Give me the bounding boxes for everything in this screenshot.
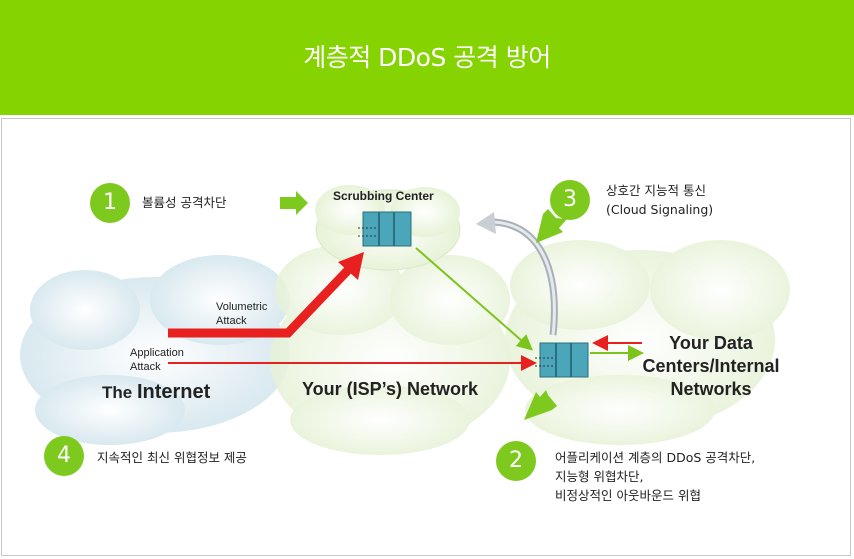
application-attack-line-1: Application xyxy=(130,347,184,359)
callout-3-line-1: 상호간 지능적 통신 xyxy=(606,183,706,198)
callout-2-line-2: 지능형 위협차단, xyxy=(555,469,644,484)
isp-network-label: Your (ISP’s) Network xyxy=(302,379,479,399)
scrubbing-center-label: Scrubbing Center xyxy=(333,189,434,203)
callout3-arrow xyxy=(536,209,567,243)
callout-4-text: 지속적인 최신 위협정보 제공 xyxy=(97,450,247,465)
datacenters-line-2: Centers/Internal xyxy=(642,356,780,376)
isp-cloud xyxy=(270,245,510,455)
volumetric-attack-arrow xyxy=(168,252,364,338)
application-attack-line-2: Attack xyxy=(130,361,161,373)
internet-label-bold: Internet xyxy=(136,381,211,403)
internet-label-prefix: The xyxy=(102,383,137,402)
callout-2-line-3: 비정상적인 아웃바운드 위협 xyxy=(555,488,701,503)
datacenters-line-1: Your Data xyxy=(669,333,753,353)
callout-2-badge: 2 xyxy=(496,441,536,481)
datacenters-line-3: Networks xyxy=(670,379,752,399)
callout-2-text: 어플리케이션 계층의 DDoS 공격차단, 지능형 위협차단, 비정상적인 아웃… xyxy=(555,448,755,505)
callout-1-text: 볼륨성 공격차단 xyxy=(142,195,227,210)
callout-3-badge: 3 xyxy=(550,180,590,220)
page-title: 계층적 DDoS 공격 방어 xyxy=(303,43,551,72)
callout2-arrow xyxy=(524,390,557,420)
callout-1-badge: 1 xyxy=(90,183,130,223)
volumetric-attack-line-1: Volumetric xyxy=(216,301,268,313)
datacenters-label: Your Data Centers/Internal Networks xyxy=(632,332,790,401)
callout-3-line-2: (Cloud Signaling) xyxy=(606,202,714,217)
callout-3-text: 상호간 지능적 통신 (Cloud Signaling) xyxy=(606,181,713,219)
internet-label: The Internet xyxy=(102,381,210,404)
scrubbing-appliance-icon xyxy=(358,211,412,247)
cloud-signaling-arrow xyxy=(476,212,558,336)
clean-traffic-arrow xyxy=(415,247,534,351)
diagram-frame xyxy=(1,118,851,556)
volumetric-attack-line-2: Attack xyxy=(216,315,247,327)
volumetric-attack-label: Volumetric Attack xyxy=(216,300,267,328)
callout-2-line-1: 어플리케이션 계층의 DDoS 공격차단, xyxy=(555,450,756,465)
callout1-arrow xyxy=(280,191,308,215)
datacenter-appliance-icon xyxy=(535,342,589,378)
internet-cloud xyxy=(20,255,290,445)
application-attack-label: Application Attack xyxy=(130,346,184,374)
header-banner: 계층적 DDoS 공격 방어 xyxy=(0,0,854,115)
callout-4-badge: 4 xyxy=(44,436,84,476)
